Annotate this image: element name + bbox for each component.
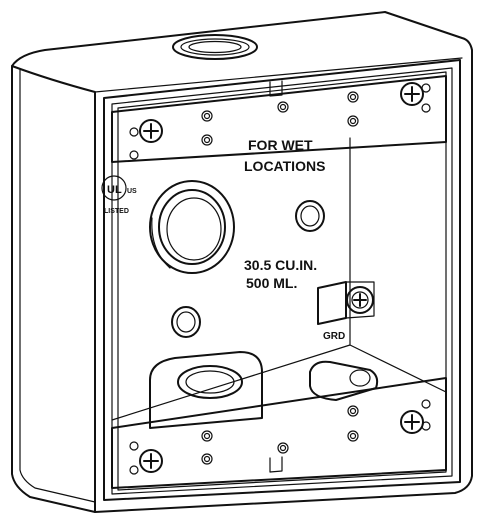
box-body [11,11,473,513]
knockout-lower [171,306,201,338]
cylinder-boss [309,360,379,401]
ul-us-text: US [127,188,137,195]
ground-label: GRD [323,331,345,342]
top-hub [172,34,258,60]
wet-locations-line1: FOR WET [248,137,313,153]
back-hub-large [149,180,235,274]
bottom-mounting-strip [111,377,447,489]
screw-top-right-icon [400,82,424,106]
ul-mark-text: UL [107,184,122,196]
capacity-line2: 500 ML. [246,275,297,291]
top-mounting-strip [111,75,447,163]
ul-mark-icon: UL US LISTED [101,175,137,215]
screw-bottom-right-icon [400,410,424,434]
ground-screw-icon [317,281,375,325]
bottom-hub [149,351,263,429]
wet-locations-line2: LOCATIONS [244,158,325,174]
screw-top-left-icon [139,119,163,143]
mounting-holes [129,83,431,475]
knockout-upper [295,200,325,232]
screw-bottom-left-icon [139,449,163,473]
ul-listed-text: LISTED [104,208,129,215]
capacity-line1: 30.5 CU.IN. [244,257,317,273]
interior-edges [111,137,447,421]
